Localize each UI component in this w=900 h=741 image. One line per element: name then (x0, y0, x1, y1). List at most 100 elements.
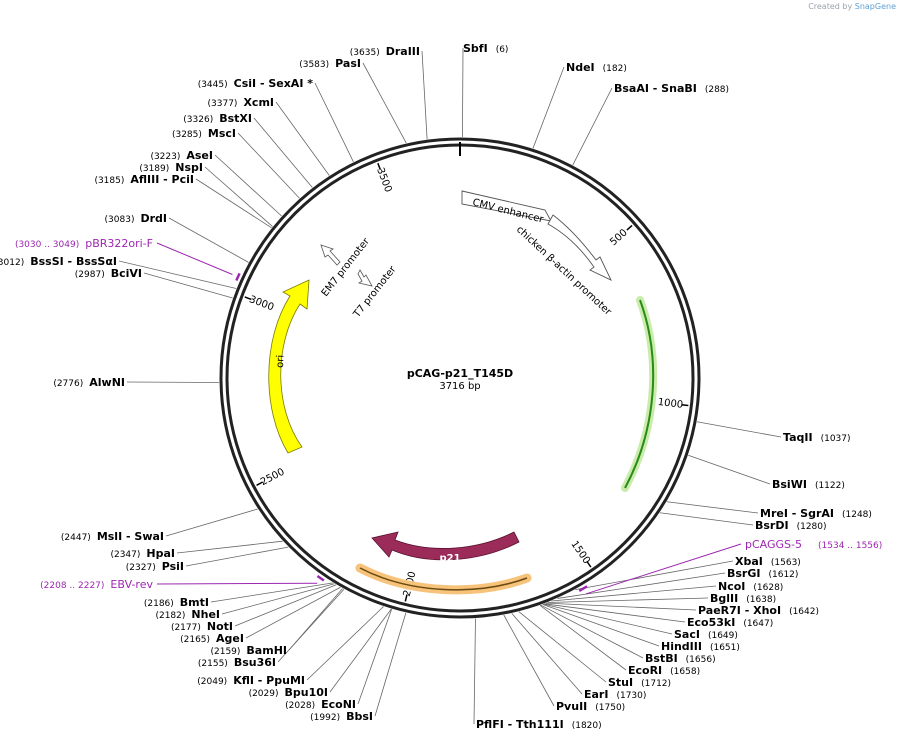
enzyme-site[interactable]: Eco53kI(1647) (544, 603, 773, 629)
cba-promoter-arrow[interactable] (547, 214, 612, 281)
ori-label: ori (275, 355, 286, 368)
enzyme-name: AflIII - PciI (130, 173, 194, 186)
enzyme-name: HpaI (146, 547, 175, 560)
enzyme-leader-line (511, 613, 583, 695)
p21-arrow[interactable] (371, 531, 520, 561)
enzyme-site[interactable]: EarI(1730) (511, 613, 647, 701)
em7-promoter-arrow[interactable] (320, 244, 341, 266)
enzyme-position: (2155) (198, 659, 228, 669)
enzyme-position: (3445) (198, 80, 228, 90)
enzyme-site[interactable]: BsiWI(1122) (688, 454, 845, 491)
enzyme-leader-line (544, 603, 686, 623)
enzyme-position: (2049) (197, 677, 227, 687)
enzyme-leader-line (288, 588, 343, 651)
enzyme-position: (3083) (105, 215, 135, 225)
enzyme-site[interactable]: PaeR7I - XhoI(1642) (546, 602, 819, 617)
enzyme-leader-line (253, 117, 313, 188)
enzyme-leader-line (143, 272, 233, 299)
enzyme-name: SacI (674, 628, 700, 641)
enzyme-site[interactable]: EcoRI(1658) (539, 605, 700, 677)
primer-leader-line (586, 543, 742, 595)
tick-mark (404, 594, 408, 602)
enzyme-site[interactable]: NspI(3189) (139, 161, 273, 227)
enzyme-site[interactable]: MscI(3285) (172, 127, 300, 199)
enzyme-site[interactable]: BamHI (2159) (210, 588, 343, 657)
t7-promoter-arrow[interactable] (357, 269, 373, 287)
enzyme-name: BsaAI - SnaBI (614, 82, 697, 95)
tick-mark (244, 296, 252, 301)
primer-site[interactable]: pCAGGS-5(1534 .. 1556) (578, 538, 882, 595)
enzyme-site[interactable]: EcoNI(2028) (285, 608, 393, 711)
primer-bar (578, 585, 588, 592)
enzyme-position: (2159) (210, 647, 240, 657)
enzyme-name: NheI (191, 608, 220, 621)
enzyme-site[interactable]: BsaAI - SnaBI (288) (572, 82, 729, 166)
enzyme-site[interactable]: AgeI(2165) (180, 586, 341, 645)
ori-arrow[interactable] (268, 279, 310, 454)
enzyme-site[interactable]: PsiI(2327) (126, 546, 289, 573)
enzyme-site[interactable]: XcmI(3377) (208, 96, 330, 176)
enzyme-site[interactable]: SbfI(6) (462, 42, 508, 138)
enzyme-site[interactable]: XbaI(1563) (575, 555, 801, 591)
snapgene-logo: SnapGene (854, 2, 896, 11)
enzyme-site[interactable]: BssSI - BssSαI(3012) (0, 255, 237, 289)
enzyme-name: EcoNI (321, 698, 356, 711)
enzyme-name: Bpu10I (285, 686, 329, 699)
enzyme-position: (288) (705, 85, 729, 95)
enzyme-name: NdeI (566, 61, 595, 74)
enzyme-site[interactable]: BsrDI(1280) (659, 512, 827, 532)
enzyme-leader-line (210, 582, 334, 603)
enzyme-site[interactable]: BbsI (1992) (310, 612, 407, 723)
tick-label: 3000 (248, 294, 276, 313)
enzyme-name: DraIII (386, 45, 420, 58)
enzyme-site[interactable]: AseI(3223) (150, 149, 282, 217)
enzyme-site[interactable]: BciVI(2987) (75, 267, 233, 299)
enzyme-site[interactable]: NotI(2177) (171, 584, 337, 633)
enzyme-site[interactable]: HindIII(1651) (542, 604, 740, 653)
enzyme-site[interactable]: BmtI(2186) (144, 582, 334, 609)
tick-label: 2500 (259, 467, 287, 489)
enzyme-position: (3285) (172, 130, 202, 140)
enzyme-site[interactable]: DrdI (3083) (105, 212, 249, 263)
enzyme-site[interactable]: DraIII(3635) (350, 45, 428, 140)
plasmid-length: 3716 bp (439, 381, 480, 392)
enzyme-position: (1820) (572, 721, 602, 731)
enzyme-leader-line (542, 604, 660, 647)
enzyme-site[interactable]: BglII(1638) (547, 592, 777, 605)
enzyme-site[interactable]: CsiI - SexAI *(3445) (198, 77, 354, 163)
enzyme-name: AseI (186, 149, 213, 162)
enzyme-position: (2447) (61, 533, 91, 543)
enzyme-name: DrdI (140, 212, 167, 225)
enzyme-site[interactable]: TaqII(1037) (696, 421, 851, 444)
primer-leader-line (156, 582, 318, 585)
plasmid-name: pCAG-p21_T145D (407, 367, 513, 380)
enzyme-site[interactable]: BstBI(1656) (540, 604, 716, 665)
enzyme-site[interactable]: NheI(2182) (155, 583, 335, 621)
enzyme-position: (2165) (180, 635, 210, 645)
primer-site[interactable]: EBV-rev(2208 .. 2227) (40, 575, 325, 591)
enzyme-site[interactable]: AflIII - PciI(3185) (94, 173, 272, 229)
enzyme-site[interactable]: MslI - SwaI(2447) (61, 508, 258, 543)
enzyme-leader-line (688, 454, 771, 485)
enzyme-site[interactable]: SacI(1649) (543, 603, 738, 641)
enzyme-site[interactable]: MreI - SgrAI(1248) (666, 501, 872, 520)
enzyme-position: (2029) (249, 689, 279, 699)
enzyme-name: BbsI (346, 710, 373, 723)
enzyme-site[interactable]: AlwNI(2776) (53, 376, 220, 389)
enzyme-site[interactable]: BstXI(3326) (183, 112, 313, 188)
enzyme-site[interactable]: PflFI - Tth111I(1820) (473, 618, 602, 731)
enzyme-name: BamHI (246, 644, 287, 657)
enzyme-site[interactable]: NdeI(182) (532, 61, 627, 149)
primer-site[interactable]: pBR322ori-F(3030 .. 3049) (15, 237, 241, 282)
enzyme-site[interactable]: HpaI(2347) (110, 540, 283, 560)
enzyme-site[interactable]: StuI(1712) (518, 611, 671, 689)
enzyme-position: (1647) (743, 619, 773, 629)
enzyme-site[interactable]: NcoI(1628) (551, 580, 783, 602)
enzyme-position: (1992) (310, 713, 340, 723)
enzyme-site[interactable]: PasI(3583) (299, 57, 407, 144)
enzyme-site[interactable]: Bpu10I (2029) (249, 608, 392, 699)
enzyme-site[interactable]: KflI - PpuMI(2049) (197, 606, 384, 687)
enzyme-name: BstBI (645, 652, 678, 665)
enzyme-site[interactable]: PvuII(1750) (503, 614, 625, 713)
enzyme-site[interactable]: BsrGI(1612) (557, 567, 798, 599)
